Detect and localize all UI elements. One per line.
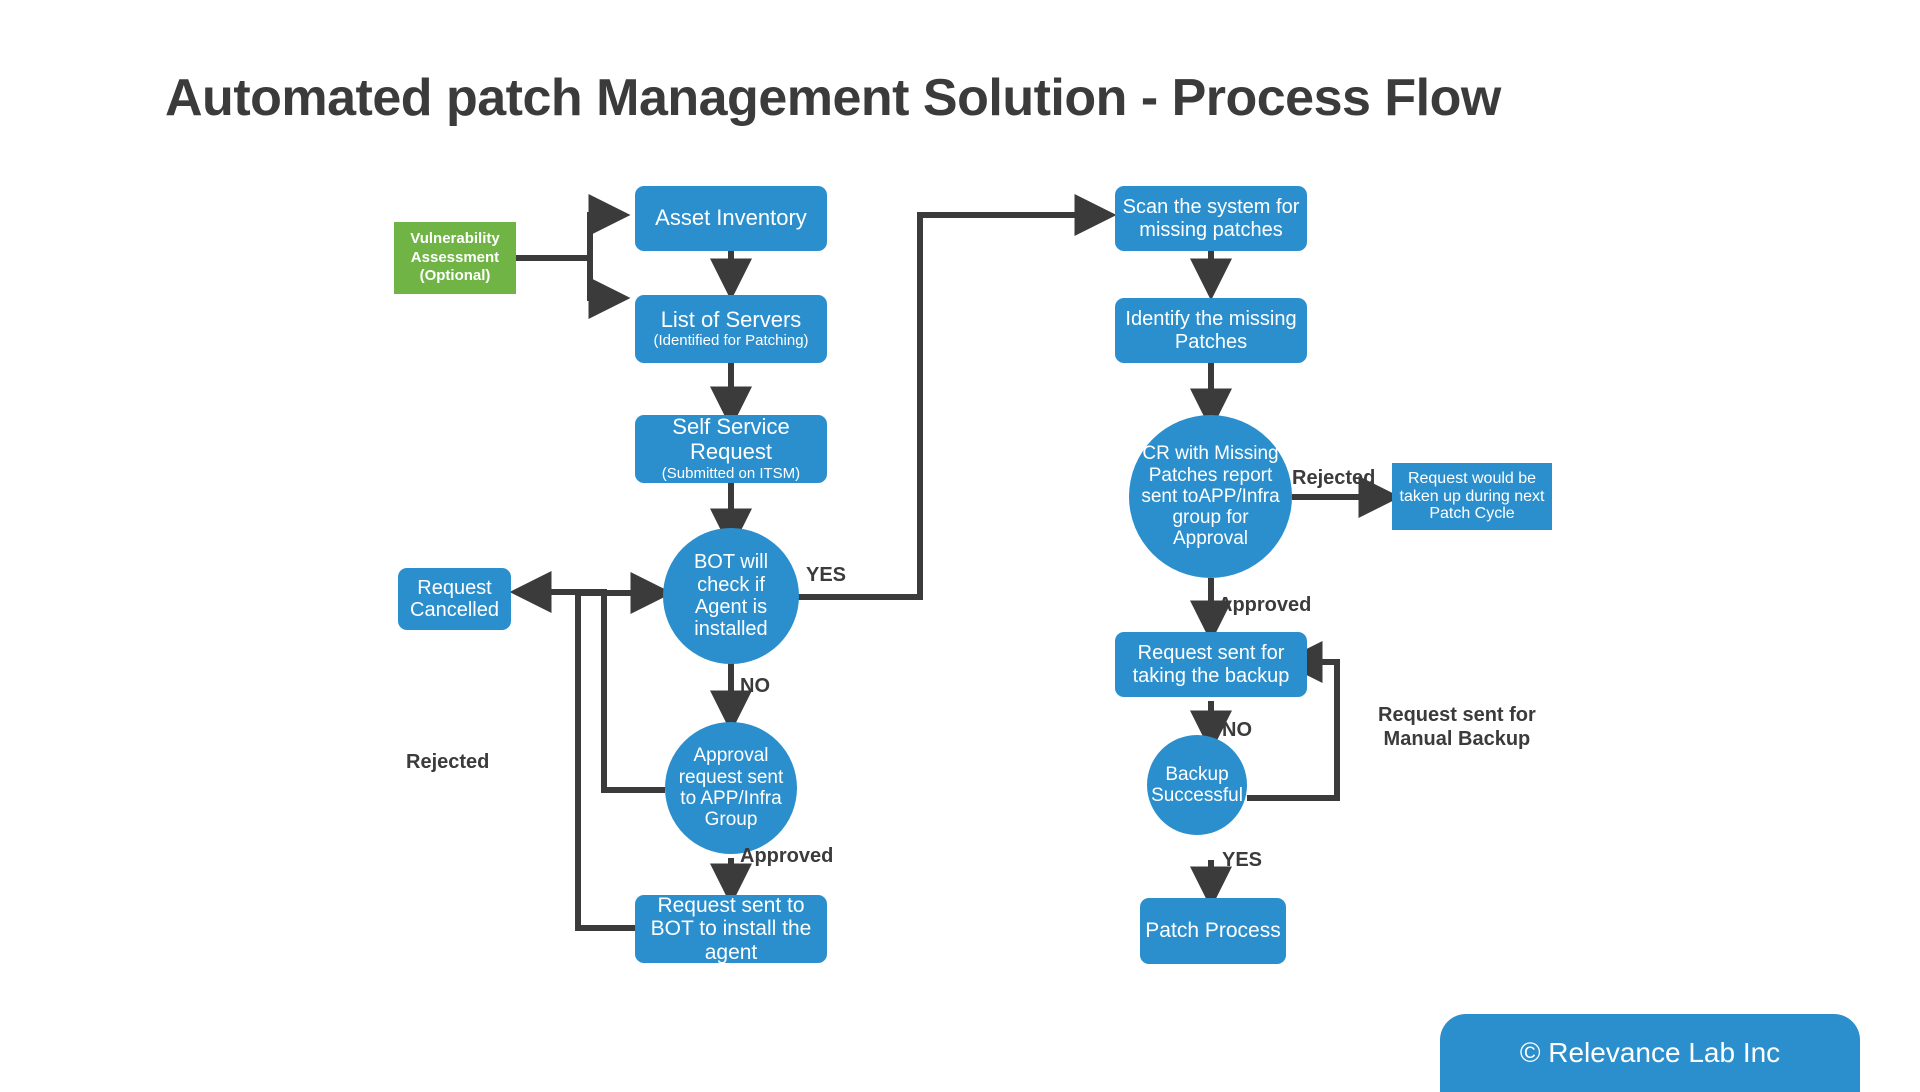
node-asset-inventory[interactable]: Asset Inventory: [635, 186, 827, 251]
node-request-backup[interactable]: Request sent for taking the backup: [1115, 632, 1307, 697]
node-label: Identify the missing Patches: [1125, 308, 1297, 353]
manual-backup-line2: Manual Backup: [1383, 728, 1531, 750]
page-title: Automated patch Management Solution - Pr…: [165, 69, 1501, 127]
edge-label-approved-right: Approved: [1218, 594, 1312, 616]
node-sublabel: (Submitted on ITSM): [661, 464, 801, 482]
edge-label-no-agent: NO: [740, 675, 770, 697]
node-label-line3: (Optional): [419, 267, 491, 285]
edge-label-rejected-right: Rejected: [1292, 467, 1376, 489]
footer-banner: © Relevance Lab Inc: [1440, 1014, 1860, 1092]
node-label: Request Cancelled: [410, 576, 499, 621]
edge-label-manual-backup: Request sent for Manual Backup: [1378, 703, 1536, 751]
node-request-next-patch-cycle[interactable]: Request would be taken up during next Pa…: [1392, 463, 1552, 530]
node-label: Self Service Request: [672, 414, 790, 465]
edge-label-yes-backup: YES: [1222, 849, 1263, 871]
node-identify-missing-patches[interactable]: Identify the missing Patches: [1115, 298, 1307, 363]
node-label: Asset Inventory: [655, 205, 807, 231]
node-label: Backup Successful: [1151, 763, 1243, 806]
edge-label-rejected-left: Rejected: [406, 751, 490, 773]
node-request-cancelled[interactable]: Request Cancelled: [398, 568, 511, 630]
node-sublabel: (Identified for Patching): [653, 332, 809, 350]
edge-label-approved-left: Approved: [740, 845, 834, 867]
edge-label-yes-agent: YES: [806, 564, 847, 586]
node-patch-process[interactable]: Patch Process: [1140, 898, 1286, 964]
edge-label-no-backup: NO: [1222, 719, 1252, 741]
node-label: BOT will check if Agent is installed: [693, 551, 769, 641]
node-bot-check-agent[interactable]: BOT will check if Agent is installed: [663, 528, 799, 664]
node-label: Patch Process: [1145, 919, 1281, 943]
node-approval-request-app-infra[interactable]: Approval request sent to APP/Infra Group: [665, 722, 797, 854]
wire-vuln-to-asset: [587, 194, 631, 258]
wire-approval-rejected-to-cancelled: [509, 571, 665, 793]
node-label: Request would be taken up during next Pa…: [1399, 469, 1545, 523]
node-scan-system[interactable]: Scan the system for missing patches: [1115, 186, 1307, 251]
node-vulnerability-assessment[interactable]: Vulnerability Assessment (Optional): [394, 222, 516, 294]
node-label: List of Servers: [660, 306, 802, 332]
node-label-line2: Assessment: [410, 248, 500, 266]
node-list-of-servers[interactable]: List of Servers (Identified for Patching…: [635, 295, 827, 363]
wire-vuln-to-servers: [587, 258, 631, 319]
node-label: Approval request sent to APP/Infra Group: [678, 745, 784, 831]
node-label: Request sent for taking the backup: [1132, 642, 1290, 687]
node-cr-missing-patches[interactable]: CR with Missing Patches report sent toAP…: [1129, 415, 1292, 578]
node-backup-successful[interactable]: Backup Successful: [1147, 735, 1247, 835]
wire-bot-install-loop-to-bot: [575, 572, 673, 931]
wire-bot-yes-to-scan: [798, 194, 1117, 600]
node-label-line1: Vulnerability: [410, 229, 500, 247]
manual-backup-line1: Request sent for: [1378, 704, 1536, 726]
node-request-sent-to-bot[interactable]: Request sent to BOT to install the agent: [635, 893, 827, 964]
node-label: Scan the system for missing patches: [1122, 196, 1300, 241]
node-label: Request sent to BOT to install the agent: [650, 893, 812, 964]
node-self-service-request[interactable]: Self Service Request (Submitted on ITSM): [635, 415, 827, 483]
footer-text: © Relevance Lab Inc: [1519, 1037, 1781, 1068]
node-label: CR with Missing Patches report sent toAP…: [1141, 443, 1280, 550]
